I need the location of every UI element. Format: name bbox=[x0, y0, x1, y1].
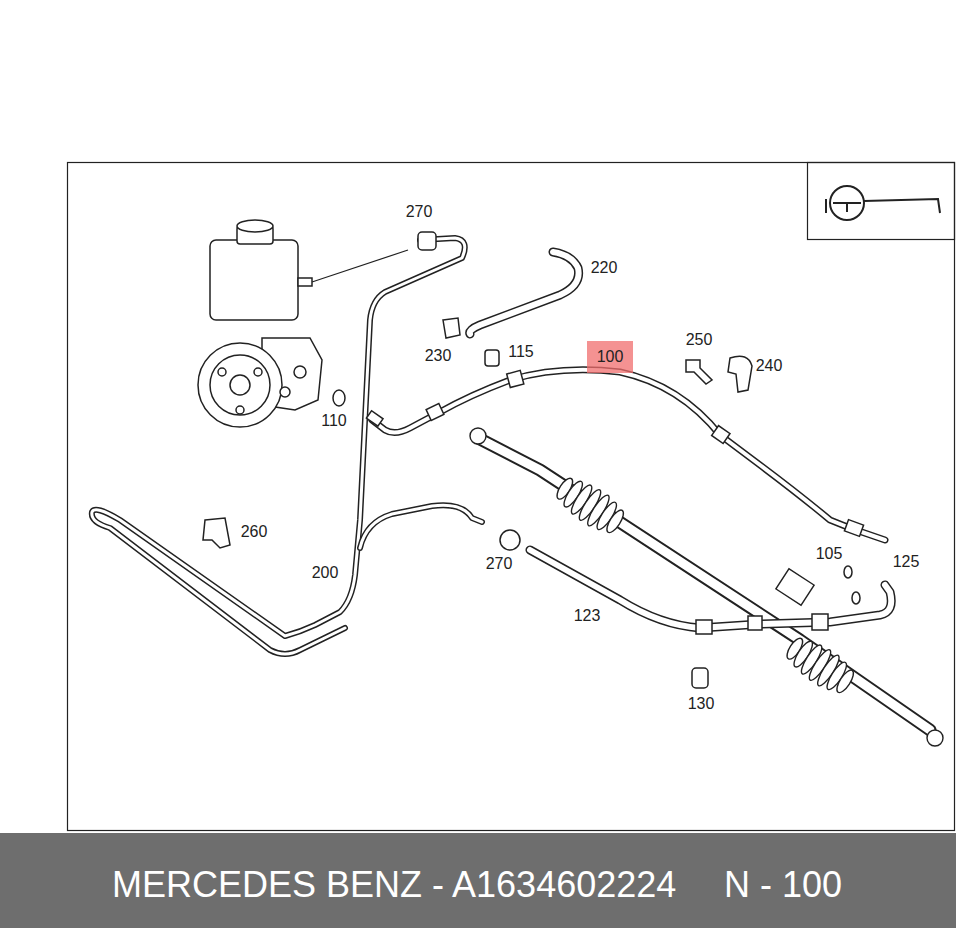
callout-number: 270 bbox=[404, 203, 435, 221]
callout-number: 200 bbox=[310, 564, 341, 582]
small-parts bbox=[203, 232, 860, 688]
callout-number: 250 bbox=[684, 331, 715, 349]
fittings bbox=[366, 370, 863, 634]
highlight-box: 100 bbox=[587, 341, 633, 373]
callout-number: 123 bbox=[572, 607, 603, 625]
hoses bbox=[92, 238, 930, 730]
callout-number: 260 bbox=[239, 523, 270, 541]
callout-number: 240 bbox=[754, 357, 785, 375]
footer-text: MERCEDES BENZ - A1634602224 bbox=[112, 865, 676, 905]
leader-line bbox=[312, 250, 408, 282]
inset-box bbox=[808, 163, 955, 240]
callout-number: 130 bbox=[686, 695, 717, 713]
callout-number: 270 bbox=[484, 555, 515, 573]
callout-number: 100 bbox=[597, 348, 624, 366]
callout-number: 115 bbox=[506, 343, 536, 361]
bellows bbox=[470, 428, 943, 746]
callout-number: 110 bbox=[319, 412, 349, 430]
steering-symbol bbox=[826, 186, 940, 220]
callout-number: 220 bbox=[589, 259, 620, 277]
footer-text: N - 100 bbox=[724, 865, 842, 905]
frame bbox=[68, 163, 955, 831]
callout-number: 125 bbox=[891, 553, 922, 571]
callout-number: 105 bbox=[814, 545, 845, 563]
callout-number: 230 bbox=[423, 347, 454, 365]
footer-band: MERCEDES BENZ - A1634602224 N - 100 bbox=[0, 833, 956, 928]
pump bbox=[198, 220, 322, 427]
